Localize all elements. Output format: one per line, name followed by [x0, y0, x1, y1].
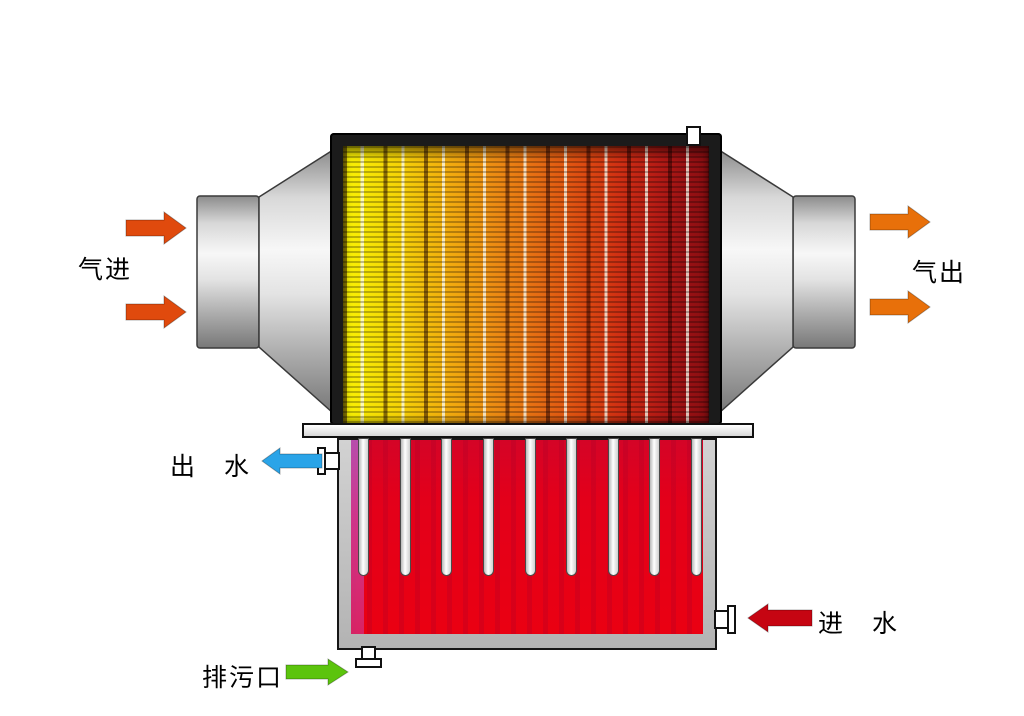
- water-tube-bundle: [358, 438, 702, 576]
- water-in-arrow-icon: [747, 603, 813, 633]
- water-inlet-flange: [727, 605, 736, 634]
- drain-arrow-icon: [285, 658, 349, 686]
- water-tube: [441, 438, 453, 576]
- water-tube: [358, 438, 369, 576]
- water-out-arrow-icon: [261, 447, 323, 475]
- water-tube: [691, 438, 702, 576]
- drain-flange: [355, 658, 382, 668]
- water-out-label: 出 水: [170, 453, 252, 481]
- gas-in-arrow-top-icon: [125, 211, 187, 245]
- gas-out-label: 气出: [912, 259, 967, 287]
- drain-label: 排污口: [202, 664, 284, 692]
- shell-top-bracket: [686, 126, 701, 146]
- water-in-label: 进 水: [818, 610, 900, 638]
- tube-sheet-plate: [302, 423, 754, 438]
- water-tube: [524, 438, 536, 576]
- gas-out-arrow-bottom-icon: [869, 290, 931, 324]
- water-outlet-stub: [324, 452, 340, 470]
- water-tube: [566, 438, 578, 576]
- water-tube: [649, 438, 661, 576]
- gas-out-arrow-top-icon: [869, 205, 931, 239]
- finned-tube-core: [343, 146, 709, 423]
- gas-in-arrow-bottom-icon: [125, 295, 187, 329]
- water-tube: [607, 438, 619, 576]
- gas-in-label: 气进: [78, 256, 133, 284]
- heat-exchanger-shell: [330, 133, 722, 425]
- water-tube: [482, 438, 494, 576]
- water-tube: [399, 438, 411, 576]
